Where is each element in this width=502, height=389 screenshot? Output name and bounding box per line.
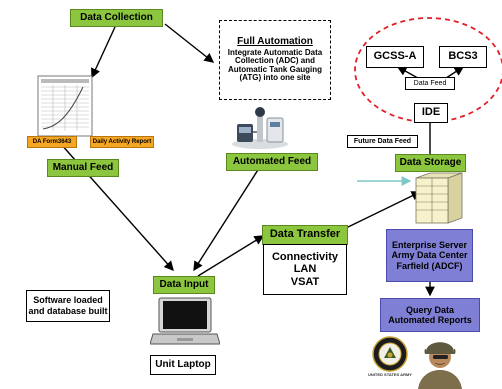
future-data-feed-label: Future Data Feed bbox=[347, 135, 418, 148]
gcss-a-box: GCSS-A bbox=[366, 46, 424, 68]
arrow-automated-to-input bbox=[193, 161, 264, 272]
server-rack-icon bbox=[415, 172, 463, 224]
software-line: and database built bbox=[28, 306, 108, 316]
connectivity-line: Connectivity bbox=[271, 250, 338, 263]
enterprise-server-line: Farfield (ADCF) bbox=[396, 260, 463, 271]
connectivity-line: LAN bbox=[293, 263, 317, 276]
arrow-collection-to-automation bbox=[164, 23, 215, 63]
data-input-label: Data Input bbox=[153, 276, 215, 294]
data-transfer-label: Data Transfer bbox=[262, 225, 348, 245]
data-feed-label: Data Feed bbox=[405, 77, 455, 90]
enterprise-server-line: Enterprise Server bbox=[391, 239, 468, 250]
unit-laptop-label: Unit Laptop bbox=[150, 355, 216, 375]
tank-gauge-equipment-icon bbox=[232, 107, 288, 149]
ide-box: IDE bbox=[414, 103, 448, 123]
arrow-transfer-to-storage bbox=[345, 191, 422, 229]
daily-activity-report-label: Daily Activity Report bbox=[90, 136, 154, 148]
document-form-icon bbox=[37, 75, 93, 137]
full-automation-body: Integrate Automatic Data Collection (ADC… bbox=[227, 47, 323, 83]
connectivity-line: VSAT bbox=[290, 275, 320, 288]
arrow-input-to-transfer bbox=[197, 235, 265, 277]
enterprise-server-box: Enterprise Server Army Data Center Farfi… bbox=[386, 229, 473, 282]
soldier-icon bbox=[418, 342, 462, 389]
da-form-label: DA Form3643 bbox=[27, 136, 77, 148]
bcs3-box: BCS3 bbox=[439, 46, 487, 68]
query-line: Query Data bbox=[405, 304, 455, 315]
full-automation-box: Full Automation Integrate Automatic Data… bbox=[219, 20, 331, 100]
full-automation-title: Full Automation bbox=[237, 36, 313, 48]
laptop-icon bbox=[150, 297, 220, 345]
army-seal-icon bbox=[372, 336, 408, 372]
arrow-collection-to-manual bbox=[91, 26, 116, 79]
software-line: Software loaded bbox=[33, 295, 103, 306]
enterprise-server-line: Army Data Center bbox=[391, 250, 468, 261]
query-line: Automated Reports bbox=[388, 315, 472, 325]
query-reports-box: Query Data Automated Reports bbox=[380, 298, 480, 332]
seal-text: UNITED STATES ARMY bbox=[368, 372, 412, 377]
connectivity-box: Connectivity LAN VSAT bbox=[263, 244, 347, 295]
automated-feed-label: Automated Feed bbox=[226, 153, 318, 171]
data-storage-label: Data Storage bbox=[395, 154, 466, 172]
software-loaded-box: Software loaded and database built bbox=[26, 290, 110, 322]
manual-feed-label: Manual Feed bbox=[47, 159, 119, 177]
data-collection-label: Data Collection bbox=[70, 9, 163, 27]
